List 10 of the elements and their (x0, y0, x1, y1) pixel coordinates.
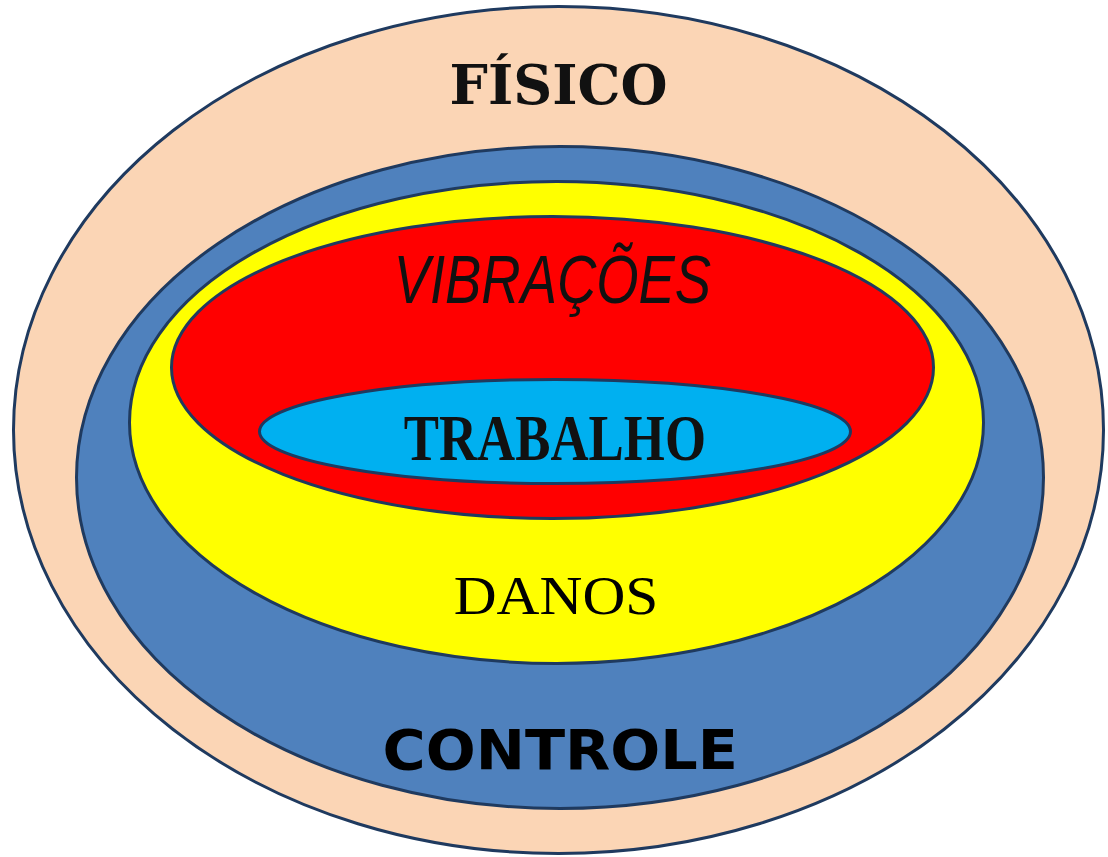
ellipse-region (258, 378, 852, 485)
ellipse-region (75, 145, 1045, 810)
layer-label: DANOS (454, 565, 659, 627)
ellipse-region (170, 215, 935, 520)
layer-label: CONTROLE (382, 717, 738, 782)
ellipse-region (12, 5, 1105, 855)
layer-label: VIBRAÇÕES (393, 240, 712, 318)
ellipse-region (128, 180, 985, 665)
layer-label: FÍSICO (449, 53, 668, 117)
layer-label: TRABALHO (403, 400, 707, 476)
